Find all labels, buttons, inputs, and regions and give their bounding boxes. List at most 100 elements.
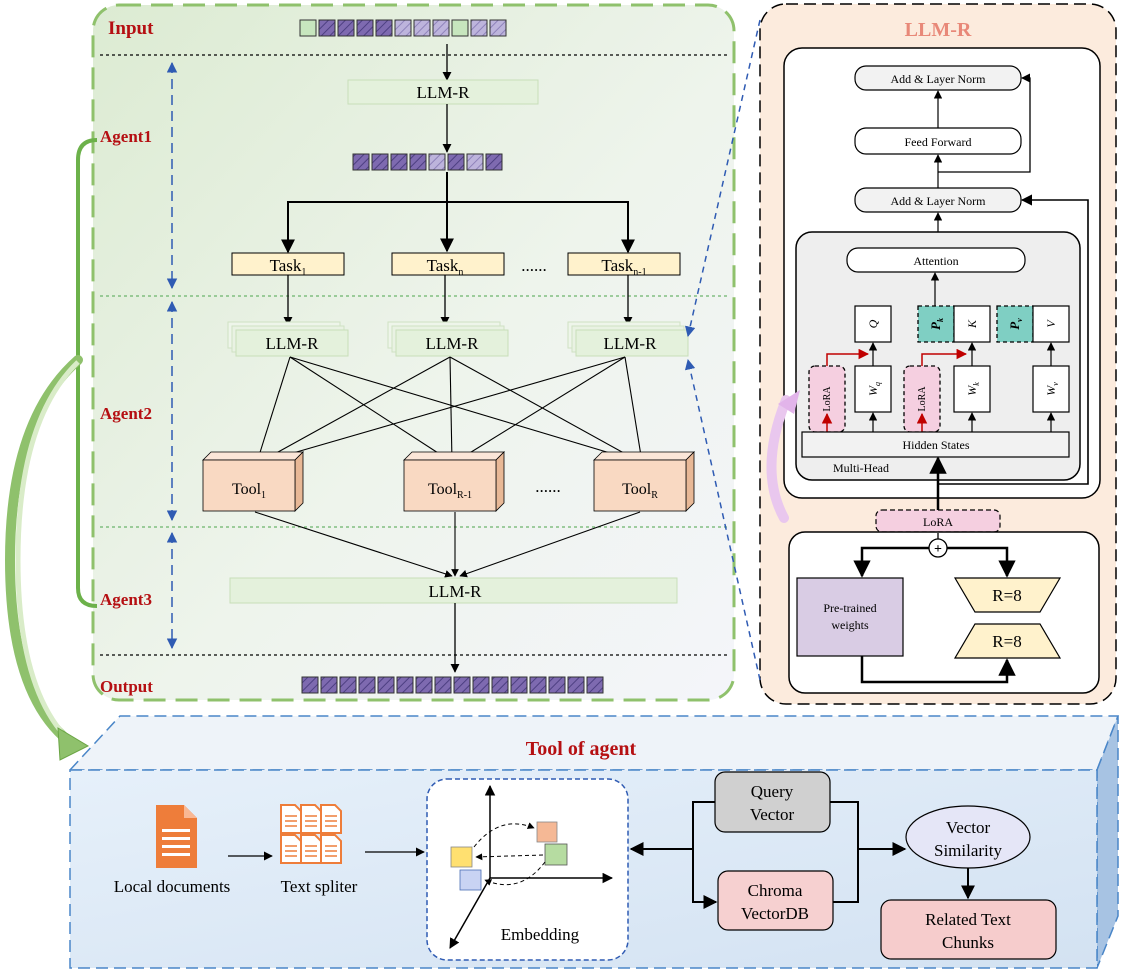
llm-r-detail-panel: LLM-R Add & Layer Norm Feed Forward Add …: [759, 3, 1117, 705]
tool-of-agent-title: Tool of agent: [526, 738, 637, 760]
token: [320, 676, 338, 694]
svg-text:ToolR: ToolR: [622, 481, 658, 501]
svg-text:Feed Forward: Feed Forward: [905, 135, 972, 149]
svg-text:LoRA: LoRA: [917, 386, 928, 412]
output-token-row: [301, 676, 604, 694]
svg-text:LoRA: LoRA: [822, 386, 833, 412]
tool-ellipsis: ......: [535, 477, 561, 496]
token: [301, 676, 319, 694]
wq-box: [854, 365, 892, 413]
svg-text:VectorDB: VectorDB: [741, 904, 809, 923]
token: [485, 153, 503, 171]
svg-text:R=8: R=8: [992, 586, 1021, 605]
agent3-label: Agent3: [100, 590, 152, 609]
svg-text:Wv: Wv: [1044, 382, 1060, 396]
svg-text:Add & Layer Norm: Add & Layer Norm: [891, 194, 987, 208]
svg-text:Add & Layer Norm: Add & Layer Norm: [891, 72, 987, 86]
split-doc-piece: [320, 834, 342, 864]
lora-down-projection: [953, 577, 1062, 613]
llm-r-stack-c: LLM-R: [567, 321, 689, 357]
wk-box: [953, 365, 991, 413]
intermediate-token-row: [352, 153, 503, 171]
token: [356, 19, 374, 37]
token: [371, 153, 389, 171]
svg-text:Q: Q: [866, 319, 880, 328]
svg-text:Similarity: Similarity: [934, 841, 1003, 860]
svg-text:R=8: R=8: [992, 632, 1021, 651]
token: [375, 19, 393, 37]
svg-text:Pre-trained: Pre-trained: [823, 601, 876, 615]
token: [489, 19, 507, 37]
token: [548, 676, 566, 694]
token: [390, 153, 408, 171]
svg-text:weights: weights: [831, 618, 869, 632]
token: [415, 676, 433, 694]
token: [491, 676, 509, 694]
input-token-row: [299, 19, 507, 37]
token: [432, 19, 450, 37]
llm-r-stack-b: LLM-R: [387, 321, 509, 357]
v-box: [1032, 305, 1070, 343]
split-doc-piece: [280, 804, 302, 834]
token: [409, 153, 427, 171]
svg-text:LLM-R: LLM-R: [266, 334, 320, 353]
svg-text:V: V: [1044, 319, 1058, 328]
chroma-vectordb-box: [717, 870, 834, 931]
token: [453, 676, 471, 694]
split-doc-piece: [280, 834, 302, 864]
embedding-point-orange: [536, 821, 558, 843]
token: [352, 153, 370, 171]
add-norm-top: [854, 65, 1022, 91]
wv-box: [1032, 365, 1070, 413]
svg-text:LoRA: LoRA: [923, 515, 953, 529]
token: [472, 676, 490, 694]
svg-text:Attention: Attention: [913, 254, 958, 268]
to-tool-arrow: [4, 355, 83, 750]
document-icon: [156, 805, 197, 868]
embedding-label: Embedding: [501, 925, 580, 944]
svg-text:Wk: Wk: [965, 382, 981, 396]
split-doc-piece: [300, 804, 322, 834]
token: [396, 676, 414, 694]
svg-text:Query: Query: [751, 782, 794, 801]
token: [470, 19, 488, 37]
input-label: Input: [108, 18, 154, 39]
svg-text:K: K: [965, 319, 979, 329]
task-box-1: Task1: [231, 252, 345, 278]
lora-up-projection: [953, 623, 1062, 659]
q-box: [854, 305, 892, 343]
tool-box-r: ToolR: [593, 451, 695, 512]
local-documents-label: Local documents: [114, 877, 231, 896]
tool-of-agent-panel: Tool of agent Local documents Text split…: [4, 355, 1120, 969]
token: [339, 676, 357, 694]
svg-text:Vector: Vector: [750, 805, 795, 824]
svg-text:Chunks: Chunks: [942, 933, 994, 952]
llm-r-top-label: LLM-R: [417, 83, 471, 102]
lora-inject-arrow: [766, 395, 791, 523]
output-label: Output: [100, 677, 153, 696]
svg-text:Taskn-1: Taskn-1: [601, 256, 646, 278]
token: [510, 676, 528, 694]
svg-text:Wq: Wq: [866, 382, 882, 396]
token: [466, 153, 484, 171]
token: [451, 19, 469, 37]
token: [394, 19, 412, 37]
text-spliter-label: Text spliter: [281, 877, 358, 896]
token: [299, 19, 317, 37]
svg-text:+: +: [934, 542, 942, 557]
svg-text:LLM-R: LLM-R: [426, 334, 480, 353]
multi-head-label: Multi-Head: [833, 461, 889, 475]
svg-text:Pv: Pv: [1007, 318, 1024, 330]
llm-r-box-bottom: [229, 577, 678, 604]
token: [358, 676, 376, 694]
svg-text:Chroma: Chroma: [748, 881, 803, 900]
llm-tool-connections: [255, 356, 645, 464]
svg-text:Taskn: Taskn: [427, 256, 464, 278]
task-box-n: Taskn: [391, 252, 505, 278]
agent2-label: Agent2: [100, 404, 152, 423]
llm-r-bottom-label: LLM-R: [429, 582, 483, 601]
svg-text:ToolR-1: ToolR-1: [428, 481, 472, 501]
split-doc-piece: [300, 834, 322, 864]
hidden-states-box: [801, 431, 1070, 458]
